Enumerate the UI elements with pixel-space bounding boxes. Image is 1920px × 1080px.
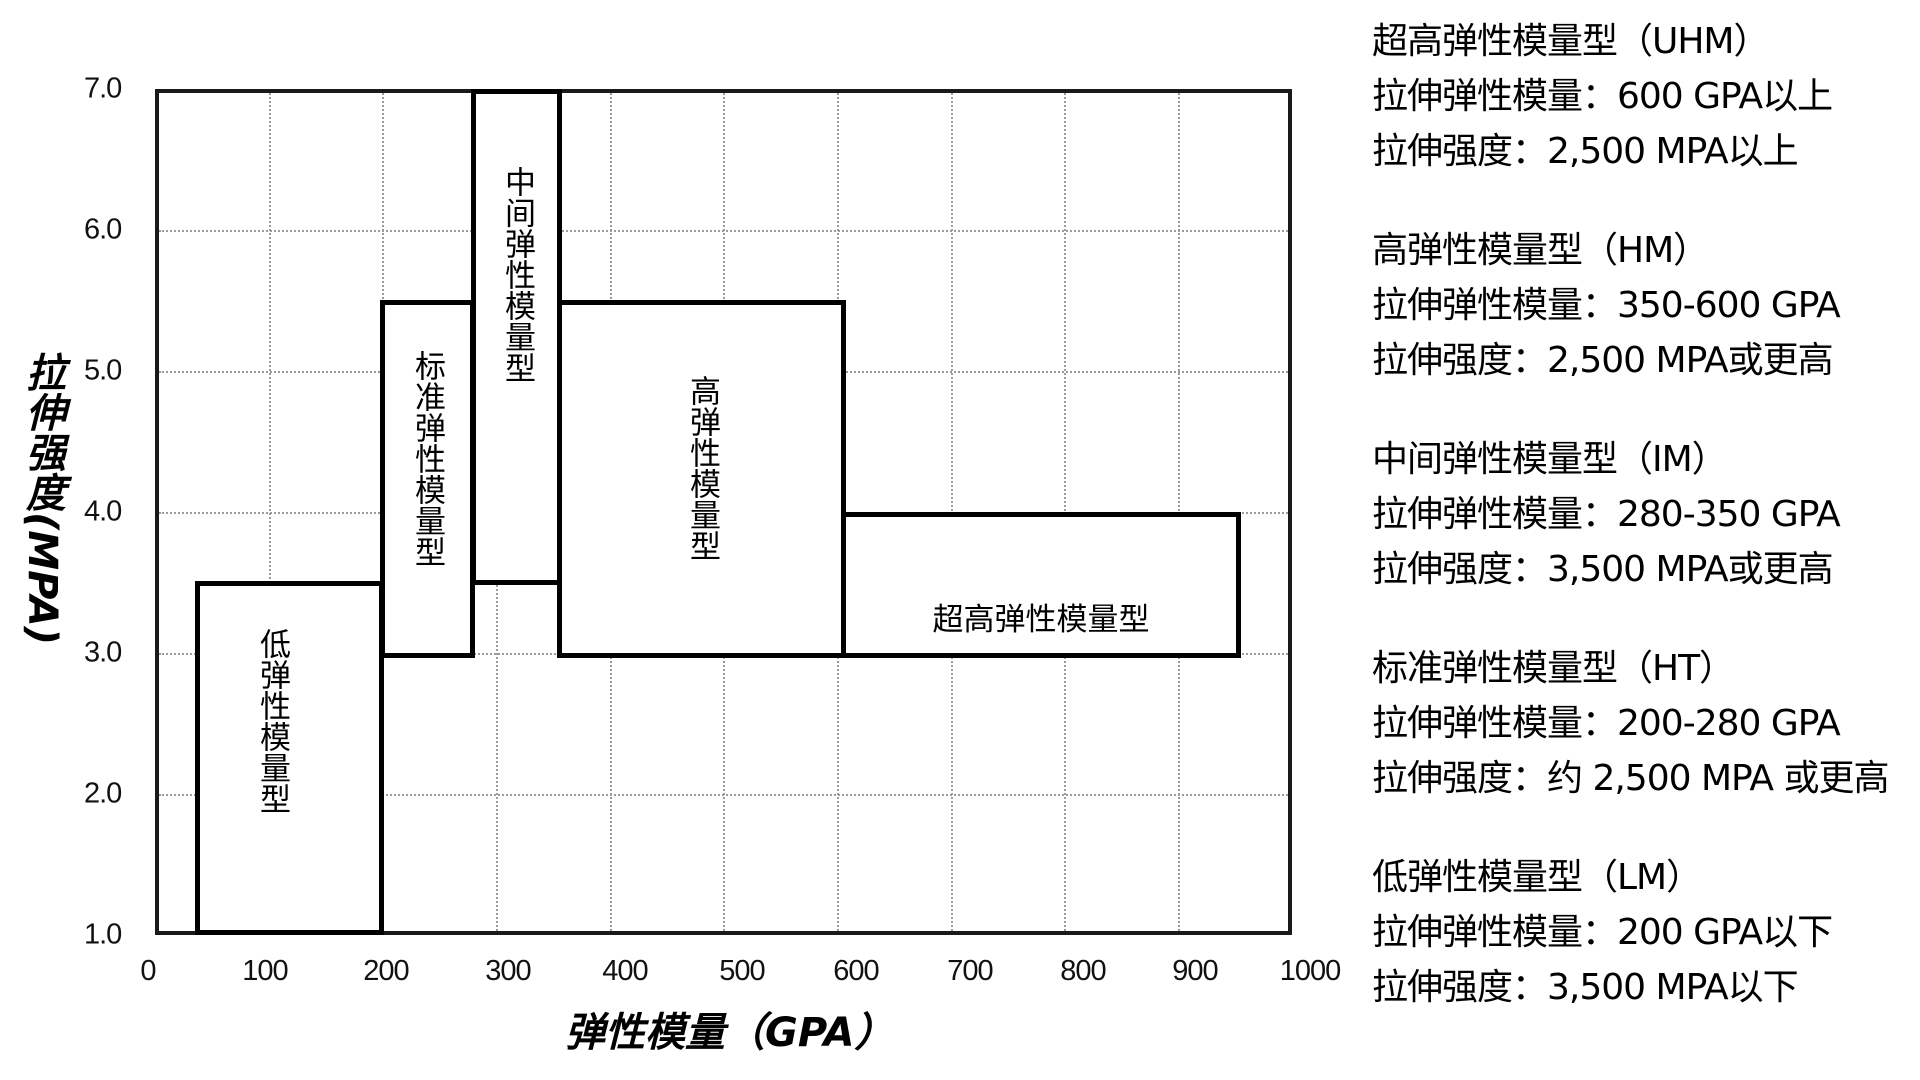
y-tick: 7.0 <box>84 72 122 105</box>
region-ht-label: 标准弹性模量型 <box>409 350 445 567</box>
x-tick: 200 <box>363 955 409 987</box>
x-tick: 1000 <box>1279 955 1342 987</box>
gridline-y <box>159 230 1288 232</box>
legend-title: 低弹性模量型（LM） <box>1372 857 1702 898</box>
legend-item-im: 中间弹性模量型（IM） 拉伸弹性模量：280-350 GPA 拉伸强度：3,50… <box>1372 432 1920 597</box>
x-tick: 0 <box>140 955 156 987</box>
y-tick: 6.0 <box>84 213 122 246</box>
legend-strength: 拉伸强度：3,500 MPA或更高 <box>1372 549 1834 590</box>
legend-modulus: 拉伸弹性模量：350-600 GPA <box>1372 285 1841 326</box>
region-uhm: 超高弹性模量型 <box>841 512 1241 658</box>
region-im: 中间弹性模量型 <box>471 89 562 585</box>
y-tick: 1.0 <box>84 918 122 951</box>
legend-item-uhm: 超高弹性模量型（UHM） 拉伸弹性模量：600 GPA以上 拉伸强度：2,500… <box>1372 14 1920 179</box>
region-im-label: 中间弹性模量型 <box>499 166 535 383</box>
y-tick: 4.0 <box>84 495 122 528</box>
plot-area: 低弹性模量型 标准弹性模量型 中间弹性模量型 高弹性模量型 超高弹性模量型 <box>155 89 1292 935</box>
gridline-y <box>159 794 1288 796</box>
legend-modulus: 拉伸弹性模量：200 GPA以下 <box>1372 912 1833 953</box>
legend-strength: 拉伸强度：2,500 MPA以上 <box>1372 131 1799 172</box>
legend-strength: 拉伸强度：2,500 MPA或更高 <box>1372 340 1834 381</box>
y-axis-title: 拉伸强度(MPA) <box>4 352 65 645</box>
legend-title: 高弹性模量型（HM） <box>1372 230 1709 271</box>
y-axis-title-text: 拉伸强度 <box>19 352 65 512</box>
x-axis-title: 弹性模量（GPA） <box>565 1010 895 1056</box>
x-tick: 600 <box>833 955 879 987</box>
legend-modulus: 拉伸弹性模量：200-280 GPA <box>1372 703 1841 744</box>
region-hm: 高弹性模量型 <box>557 300 846 658</box>
x-tick: 900 <box>1172 955 1218 987</box>
legend-strength: 拉伸强度：3,500 MPA以下 <box>1372 967 1799 1008</box>
region-lm: 低弹性模量型 <box>195 581 384 935</box>
legend-strength: 拉伸强度：约 2,500 MPA 或更高 <box>1372 758 1890 799</box>
y-tick: 5.0 <box>84 354 122 387</box>
x-tick: 700 <box>947 955 993 987</box>
legend-modulus: 拉伸弹性模量：600 GPA以上 <box>1372 76 1833 117</box>
x-tick: 100 <box>242 955 288 987</box>
legend: 超高弹性模量型（UHM） 拉伸弹性模量：600 GPA以上 拉伸强度：2,500… <box>1372 14 1920 1059</box>
y-axis-title-unit: (MPA) <box>19 512 65 645</box>
region-hm-label: 高弹性模量型 <box>684 375 720 561</box>
region-ht: 标准弹性模量型 <box>380 300 475 658</box>
y-tick: 2.0 <box>84 777 122 810</box>
region-lm-label: 低弹性模量型 <box>254 628 290 814</box>
legend-modulus: 拉伸弹性模量：280-350 GPA <box>1372 494 1841 535</box>
legend-title: 中间弹性模量型（IM） <box>1372 439 1728 480</box>
legend-item-ht: 标准弹性模量型（HT） 拉伸弹性模量：200-280 GPA 拉伸强度：约 2,… <box>1372 641 1920 806</box>
legend-item-hm: 高弹性模量型（HM） 拉伸弹性模量：350-600 GPA 拉伸强度：2,500… <box>1372 223 1920 388</box>
y-tick: 3.0 <box>84 636 122 669</box>
legend-item-lm: 低弹性模量型（LM） 拉伸弹性模量：200 GPA以下 拉伸强度：3,500 M… <box>1372 850 1920 1015</box>
legend-title: 标准弹性模量型（HT） <box>1372 648 1735 689</box>
x-tick: 800 <box>1060 955 1106 987</box>
legend-title: 超高弹性模量型（UHM） <box>1372 21 1769 62</box>
x-tick: 400 <box>602 955 648 987</box>
x-tick: 300 <box>485 955 531 987</box>
x-tick: 500 <box>719 955 765 987</box>
region-uhm-label: 超高弹性模量型 <box>932 602 1150 638</box>
